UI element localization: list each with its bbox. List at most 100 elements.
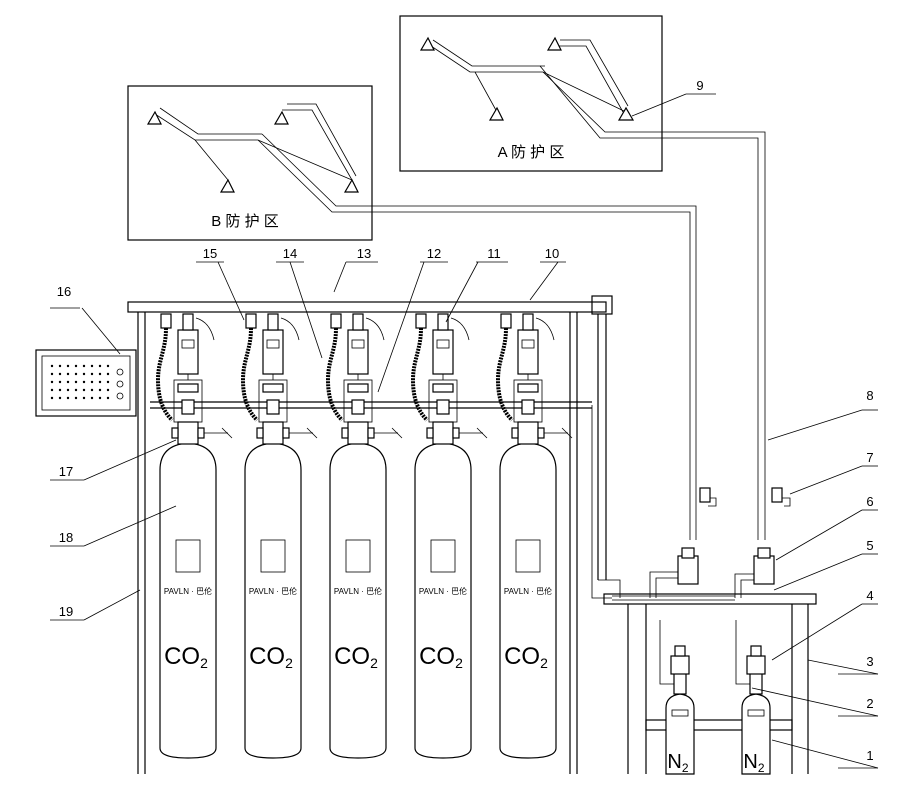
co2-cylinder-body [499, 442, 557, 759]
solenoid-actuator [347, 329, 369, 375]
callout-15: 15 [196, 246, 245, 321]
zone-a-label: A 防 护 区 [498, 144, 565, 161]
nozzle-icon [219, 178, 235, 193]
container-valve [517, 421, 539, 445]
panel-indicator [74, 364, 78, 368]
callout-4: 4 [771, 588, 878, 661]
control-panel [35, 349, 137, 417]
brand-label: PAVLN · 巴伦 [164, 586, 212, 596]
panel-indicator [90, 388, 94, 392]
panel-indicator [50, 372, 54, 376]
brand-label: PAVLN · 巴伦 [504, 586, 552, 596]
leader-line [771, 739, 879, 769]
panel-indicator [98, 388, 102, 392]
panel-indicator [82, 364, 86, 368]
panel-indicator [50, 380, 54, 384]
panel-indicator [82, 372, 86, 376]
leader-line [767, 409, 863, 441]
callout-number: 14 [283, 246, 297, 261]
panel-indicator [82, 388, 86, 392]
panel-indicator [58, 396, 62, 400]
co2-cylinder-body [329, 442, 387, 759]
callout-11: 11 [445, 246, 508, 323]
panel-indicator [106, 396, 110, 400]
leader-line [789, 465, 863, 495]
leader-line [217, 261, 245, 321]
n2-valve [673, 671, 687, 695]
container-valve [177, 421, 199, 445]
callout-17: 17 [50, 439, 177, 481]
pressure-switch [771, 487, 783, 503]
panel-indicator [58, 364, 62, 368]
rack-frame [127, 295, 613, 774]
cylinder-label-plate [175, 539, 201, 573]
panel-indicator [82, 380, 86, 384]
callout-number: 7 [866, 450, 873, 465]
callout-number: 1 [866, 748, 873, 763]
panel-indicator [74, 380, 78, 384]
panel-indicator [98, 364, 102, 368]
panel-indicator [74, 388, 78, 392]
check-valve [415, 313, 427, 329]
zone-a-frame [399, 15, 663, 172]
selector-valve-a [753, 555, 775, 585]
leader-line [289, 261, 323, 359]
solenoid-actuator [262, 329, 284, 375]
callout-number: 9 [696, 78, 703, 93]
callout-3: 3 [807, 654, 879, 675]
panel-indicator [90, 380, 94, 384]
callout-14: 14 [276, 246, 323, 359]
zone-b-frame [127, 85, 373, 241]
panel-indicator [58, 372, 62, 376]
nozzle-icon [146, 110, 162, 125]
callout-19: 19 [50, 589, 141, 621]
check-valve [500, 313, 512, 329]
callout-9: 9 [631, 78, 716, 117]
panel-indicator [74, 396, 78, 400]
panel-button [116, 380, 124, 388]
flexible-hose [240, 327, 259, 422]
brand-label: PAVLN · 巴伦 [419, 586, 467, 596]
selector-valves [677, 487, 791, 585]
callout-number: 4 [866, 588, 873, 603]
nozzle-icon [343, 178, 359, 193]
brand-label: PAVLN · 巴伦 [249, 586, 297, 596]
panel-indicator [50, 396, 54, 400]
leader-line [771, 603, 863, 661]
callout-8: 8 [767, 388, 878, 441]
panel-indicator [106, 364, 110, 368]
callout-16: 16 [50, 284, 121, 355]
callout-1: 1 [771, 739, 879, 769]
solenoid-actuator [517, 329, 539, 375]
panel-indicator [58, 380, 62, 384]
callout-6: 6 [775, 494, 878, 561]
n2-valve [749, 671, 763, 695]
panel-indicator [50, 364, 54, 368]
leader-line [81, 307, 121, 355]
leader-line [333, 261, 347, 293]
panel-indicator [90, 364, 94, 368]
cylinder-label-plate [430, 539, 456, 573]
flexible-hose [325, 327, 344, 422]
panel-indicator [90, 396, 94, 400]
callout-7: 7 [789, 450, 878, 495]
callout-5: 5 [773, 538, 878, 591]
nozzle-icon [546, 36, 562, 51]
n2-cylinder: N2 [659, 620, 695, 775]
panel-indicator [74, 372, 78, 376]
callout-number: 10 [545, 246, 559, 261]
leader-line [631, 93, 687, 117]
panel-indicator [98, 380, 102, 384]
panel-indicator [66, 380, 70, 384]
callout-2: 2 [751, 687, 879, 717]
panel-indicator [98, 396, 102, 400]
leader-line [775, 509, 863, 561]
callout-number: 15 [203, 246, 217, 261]
callout-10: 10 [529, 246, 566, 301]
